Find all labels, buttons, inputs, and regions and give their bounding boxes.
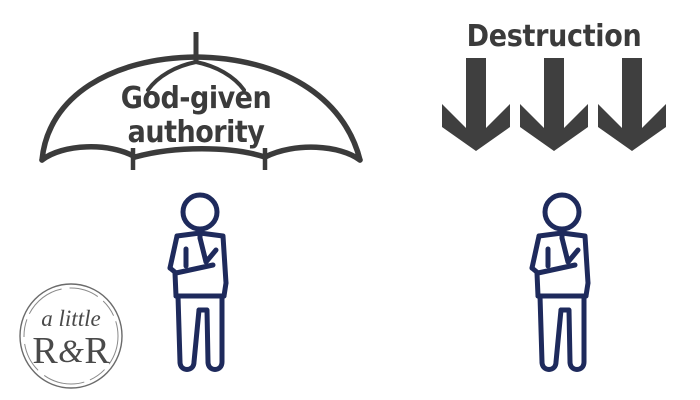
umbrella-canopy-icon [39, 54, 363, 163]
down-arrow-icon [520, 58, 588, 151]
umbrella-rib-inner-left [146, 60, 198, 92]
down-arrow-icon [442, 58, 510, 151]
umbrella-rib-inner-right [194, 60, 246, 92]
logo-line1: a little [41, 306, 100, 331]
logo-line2-right: R [84, 330, 110, 372]
umbrella-scallop-right [262, 144, 363, 163]
down-arrow-icon [598, 58, 666, 151]
umbrella-label-line2: authority [128, 115, 266, 150]
umbrella-scallop-left [39, 144, 138, 163]
umbrella-scallop-middle [132, 146, 268, 160]
umbrella-label-line1: God-given [121, 81, 271, 116]
logo-ring-icon [19, 283, 123, 389]
logo-line2-left: R [32, 330, 58, 372]
person-under-umbrella-icon [167, 192, 229, 372]
destruction-heading: Destruction [467, 19, 642, 54]
logo-ampersand: & [58, 334, 84, 370]
person-unprotected-icon [529, 192, 591, 372]
